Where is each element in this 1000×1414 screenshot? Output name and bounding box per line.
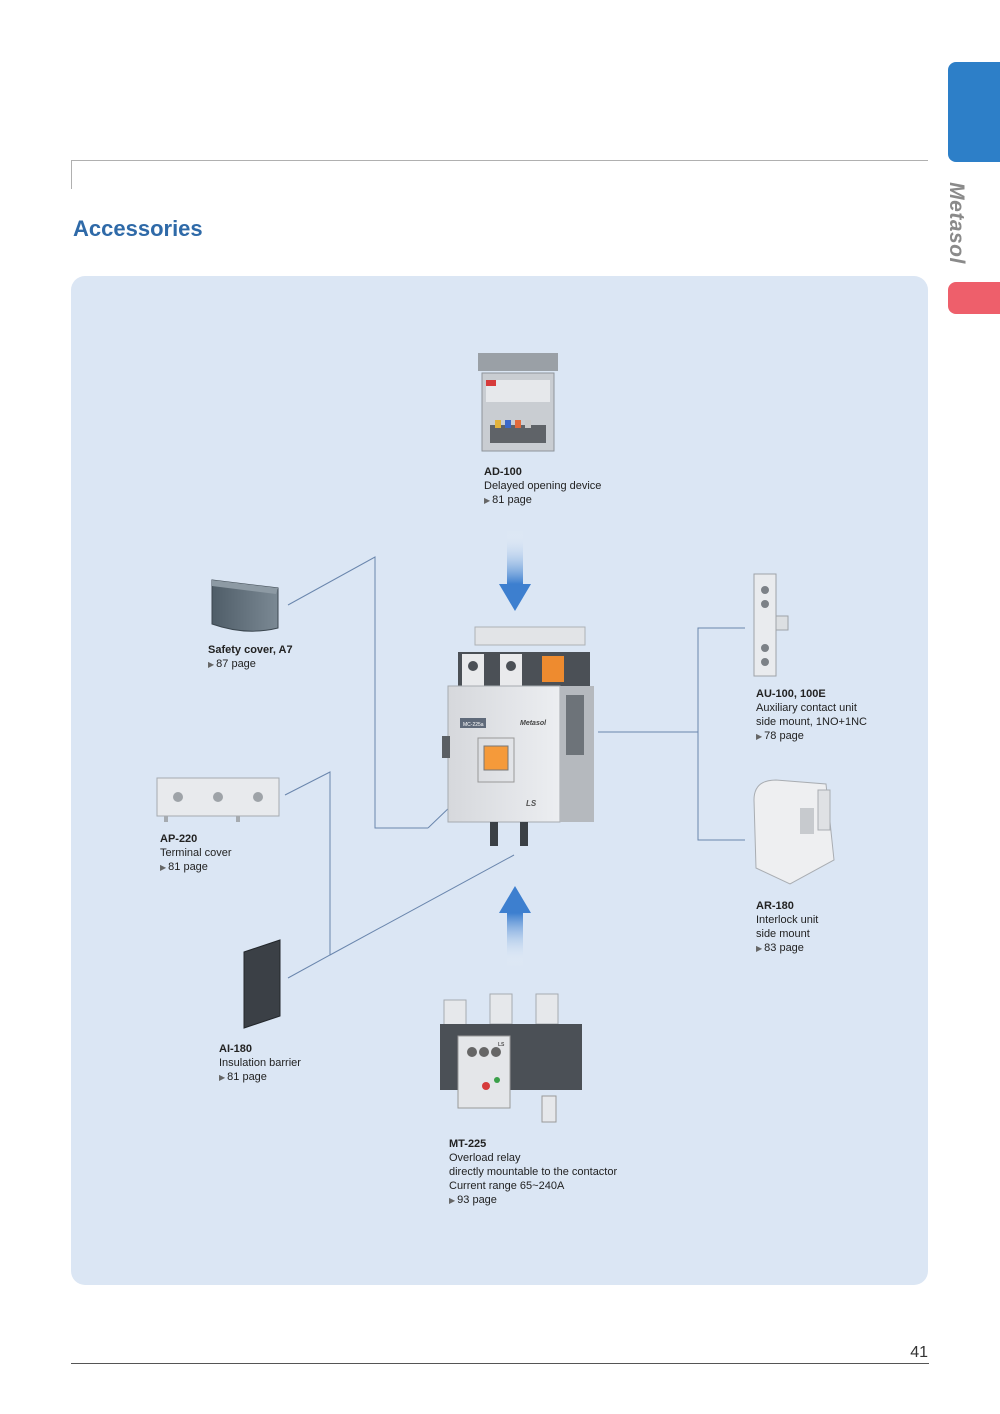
section-tab-blue[interactable]: [948, 62, 1000, 162]
arrow-down-icon: [499, 530, 531, 611]
header-rule: [72, 160, 928, 161]
ar180-device-image: [753, 779, 835, 885]
label-ap220: AP-220 Terminal cover 81 page: [160, 832, 232, 875]
page-ref-link[interactable]: 81 page: [219, 1070, 301, 1085]
arrow-up-icon: [499, 886, 531, 967]
connector-barrier-to-contactor: [329, 854, 515, 956]
page-title: Accessories: [73, 216, 203, 241]
label-ai180: AI-180 Insulation barrier 81 page: [219, 1042, 301, 1085]
page-ref-link[interactable]: 81 page: [160, 860, 232, 875]
ap220-device-image: [156, 777, 280, 822]
footer-rule: [71, 1363, 929, 1364]
contactor-brand-marking: Metasol: [520, 720, 547, 727]
label-safety-cover: Safety cover, A7 87 page: [208, 643, 293, 672]
contactor-logo-marking: LS: [526, 799, 537, 808]
connector-right-branch: [697, 627, 745, 841]
page-ref-link[interactable]: 93 page: [449, 1193, 617, 1208]
section-tab-red[interactable]: [948, 282, 1000, 314]
connector-safety-cover: [287, 556, 428, 829]
page-number: 41: [910, 1344, 928, 1361]
header-rule-tick: [71, 160, 72, 189]
contactor-image: [442, 626, 594, 846]
page-ref-link[interactable]: 78 page: [756, 729, 867, 744]
label-ad100: AD-100 Delayed opening device 81 page: [484, 465, 601, 508]
page-ref-link[interactable]: 81 page: [484, 493, 601, 508]
label-ar180: AR-180 Interlock unit side mount 83 page: [756, 899, 818, 956]
label-mt225: MT-225 Overload relay directly mountable…: [449, 1137, 617, 1208]
contactor-model-marking: MC-225a: [463, 722, 484, 728]
label-au100: AU-100, 100E Auxiliary contact unit side…: [756, 687, 867, 744]
page-ref-link[interactable]: 87 page: [208, 657, 293, 672]
ad100-device-image: [478, 353, 558, 452]
connector-ap220-ai180: [284, 771, 331, 979]
page-ref-link[interactable]: 83 page: [756, 941, 818, 956]
au100-device-image: [753, 573, 789, 677]
mt225-device-image: [440, 993, 582, 1123]
ai180-device-image: [243, 939, 281, 1029]
safety-cover-image: [211, 579, 279, 632]
relay-logo-marking: LS: [498, 1042, 505, 1048]
